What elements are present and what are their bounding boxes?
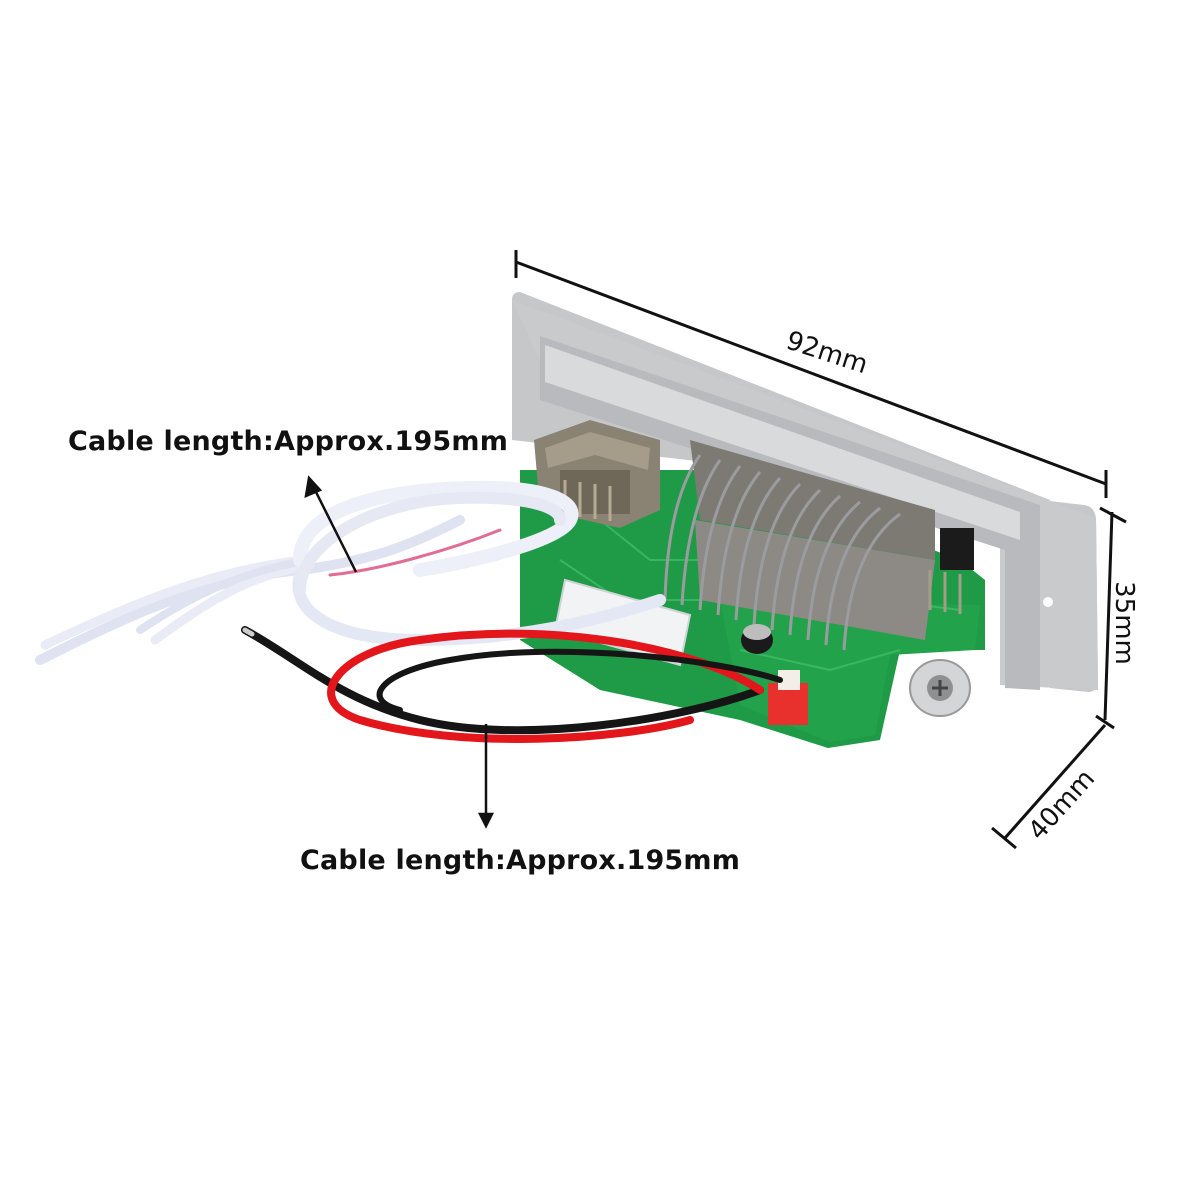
- depth-dimension-line: [991, 724, 1107, 850]
- capacitor: [741, 624, 773, 654]
- bottom-cable-length-label: Cable length:Approx.195mm: [300, 845, 741, 876]
- height-dimension-line: [1095, 506, 1127, 730]
- sd-card-slot: [663, 440, 974, 651]
- red-black-power-cable: [241, 626, 783, 743]
- bottom-cable-callout-arrow: [477, 724, 495, 829]
- red-power-connector: [768, 670, 808, 725]
- front-panel: [512, 292, 1098, 692]
- white-ribbon-cable: [35, 480, 666, 665]
- mounting-screw: [909, 659, 971, 717]
- top-cable-length-label: Cable length:Approx.195mm: [68, 426, 509, 457]
- top-cable-callout-arrow: [304, 475, 358, 573]
- width-dimension-line: [514, 250, 1108, 498]
- height-dimension-label: 35mm: [1108, 581, 1139, 665]
